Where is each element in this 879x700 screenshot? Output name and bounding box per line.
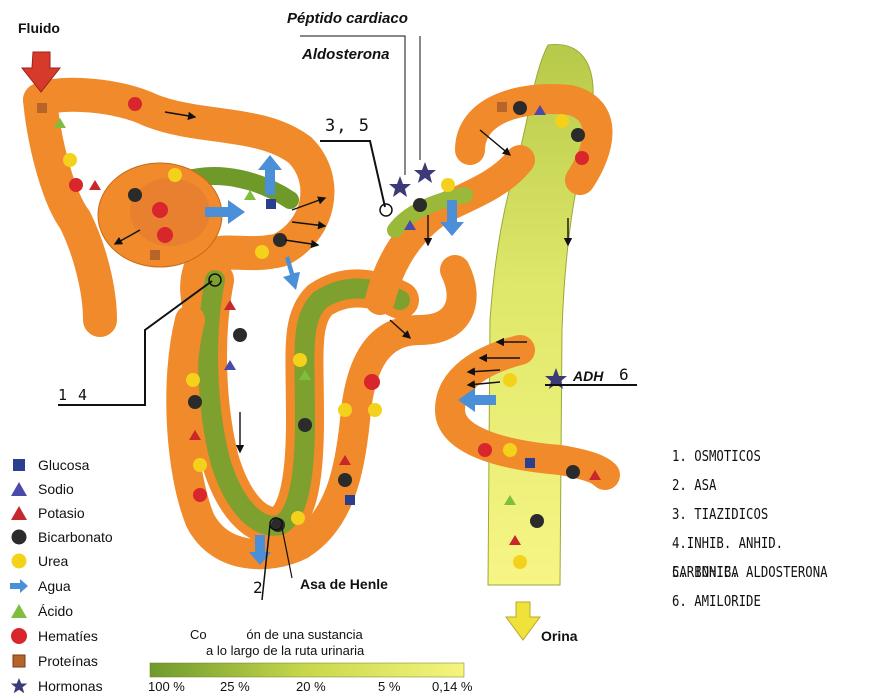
- legend-item-hematies: Hematíes: [10, 626, 98, 646]
- legend-label: Agua: [38, 578, 71, 594]
- fluid-label: Fluido: [18, 20, 60, 36]
- drug-item: 5. INHIB. ALDOSTERONA: [672, 558, 842, 587]
- scale-label: 5 %: [378, 679, 400, 694]
- legend-item-potasio: Potasio: [10, 503, 85, 523]
- star-icon: [10, 677, 28, 695]
- loop-of-henle-label: Asa de Henle: [300, 576, 388, 592]
- scale-label: 100 %: [148, 679, 185, 694]
- legend-label: Ácido: [38, 603, 73, 619]
- scale-label: 25 %: [220, 679, 250, 694]
- concentration-scale-bar: [150, 663, 464, 677]
- legend-item-glucosa: Glucosa: [10, 455, 89, 475]
- legend-item-agua: Agua: [10, 576, 71, 596]
- legend-item-proteinas: Proteínas: [10, 651, 98, 671]
- urine-label: Orina: [541, 628, 578, 644]
- triangle-icon: [10, 480, 28, 498]
- drug-item: 4.INHIB. ANHID. CARBONICA: [672, 529, 842, 558]
- legend-label: Glucosa: [38, 457, 89, 473]
- legend-item-sodio: Sodio: [10, 479, 74, 499]
- circle-icon: [10, 627, 28, 645]
- drug-item: 6. AMILORIDE: [672, 587, 842, 616]
- concentration-caption-line2: a lo largo de la ruta urinaria: [206, 643, 364, 658]
- drug-item: 3. TIAZIDICOS: [672, 500, 842, 529]
- concentration-caption-line1: Co ón de una sustancia: [190, 627, 363, 642]
- cardiac-peptide-label: Péptido cardiaco: [287, 10, 408, 27]
- arrow-icon: [10, 577, 28, 595]
- circle-icon: [10, 552, 28, 570]
- legend-label: Potasio: [38, 505, 85, 521]
- square-icon: [10, 652, 28, 670]
- legend-label: Hematíes: [38, 628, 98, 644]
- scale-label: 20 %: [296, 679, 326, 694]
- collecting-duct: [488, 44, 593, 585]
- legend-label: Bicarbonato: [38, 529, 113, 545]
- legend-label: Sodio: [38, 481, 74, 497]
- legend-item-hormonas: Hormonas: [10, 676, 103, 696]
- square-icon: [10, 456, 28, 474]
- scale-label: 0,14 %: [432, 679, 472, 694]
- annotation-1-4: 1 4: [58, 386, 88, 404]
- aldosterone-label: Aldosterona: [302, 46, 390, 63]
- legend-label: Urea: [38, 553, 68, 569]
- urine-arrow-icon: [506, 602, 540, 640]
- legend-label: Proteínas: [38, 653, 98, 669]
- adh-label: ADH: [573, 368, 603, 384]
- annotation-6: 6: [619, 365, 630, 384]
- legend-item-urea: Urea: [10, 551, 68, 571]
- triangle-icon: [10, 504, 28, 522]
- circle-icon: [10, 528, 28, 546]
- annotation-3-5: 3, 5: [325, 116, 370, 136]
- annotation-2: 2: [253, 578, 264, 597]
- drug-list: 1. OSMOTICOS 2. ASA 3. TIAZIDICOS 4.INHI…: [672, 442, 879, 616]
- drug-item: 2. ASA: [672, 471, 842, 500]
- triangle-icon: [10, 602, 28, 620]
- legend-item-bicarbonato: Bicarbonato: [10, 527, 113, 547]
- legend-label: Hormonas: [38, 678, 103, 694]
- drug-item: 1. OSMOTICOS: [672, 442, 842, 471]
- legend-item-acido: Ácido: [10, 601, 73, 621]
